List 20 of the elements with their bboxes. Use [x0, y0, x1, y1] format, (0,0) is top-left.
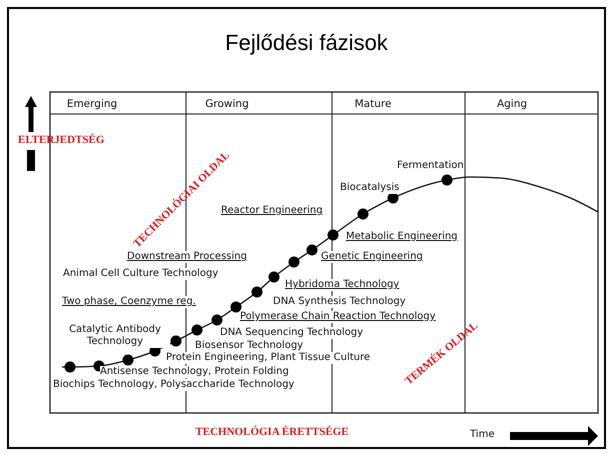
technology-label: Reactor Engineering [221, 205, 323, 217]
technology-label: Genetic Engineering [321, 251, 423, 263]
phase-header: Growing [205, 98, 249, 111]
technology-label: DNA Synthesis Technology [273, 296, 406, 308]
technology-label: DNA Sequencing Technology [220, 327, 364, 339]
technology-label: Downstream Processing [127, 251, 247, 263]
technology-label: Biochips Technology, Polysaccharide Technology [53, 379, 294, 391]
phase-header: Aging [496, 98, 528, 111]
technology-label: Antisense Technology, Protein Folding [100, 366, 289, 378]
diagram-title: Fejlődési fázisok [224, 30, 389, 56]
technology-label: Hybridoma Technology [285, 279, 400, 291]
technology-label: Animal Cell Culture Technology [63, 268, 218, 280]
technology-label: Biocatalysis [340, 182, 400, 194]
technology-label: Two phase, Coenzyme reg. [62, 296, 196, 308]
technology-label: Polymerase Chain Reaction Technology [240, 311, 436, 323]
technology-label: Protein Engineering, Plant Tissue Culture [166, 352, 370, 364]
phase-header: Emerging [66, 98, 118, 111]
axis-label: TECHNOLÓGIA ÉRETTSÉGE [195, 426, 349, 440]
technology-label: Biosensor Technology [195, 340, 304, 352]
technology-label: Metabolic Engineering [346, 231, 458, 243]
